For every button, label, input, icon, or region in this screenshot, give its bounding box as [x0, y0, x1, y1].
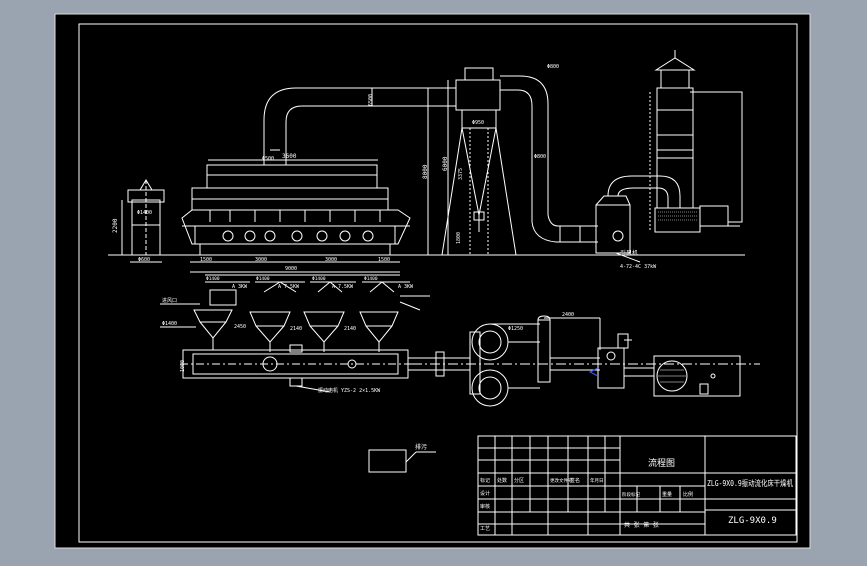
drawing-sheet: [54, 13, 811, 549]
motor-note-label: 振动电机 YZS-2 2×1.5KW: [318, 387, 381, 394]
duct-span-label: 2400: [562, 312, 574, 318]
fluid-bed-dryer: 3600 1500 3000 3000 1500 9000: [181, 153, 411, 273]
plan-scrubber: [653, 355, 741, 397]
feeder-tower: 2200 Φ1400 Φ600: [112, 179, 165, 263]
hood-length-label: 3600: [282, 153, 297, 160]
heater-1-width: Φ1400: [206, 276, 220, 282]
scrubber-tower: [649, 50, 743, 233]
mid-label-scale: 比例: [683, 491, 693, 498]
feeder-dim-label: 2200: [112, 218, 119, 233]
heater-3: A 7.5KW Φ1400: [303, 276, 356, 352]
cyclone-body-label: Φ950: [472, 120, 484, 126]
plan-bed: 振动电机 YZS-2 2×1.5KW 1000: [180, 344, 412, 394]
elevation-view: 2200 Φ1400 Φ600: [108, 50, 745, 273]
span-2-label: 3000: [255, 257, 267, 263]
elbow-label: Φ800: [534, 154, 546, 160]
feeder-width-label: Φ600: [138, 257, 150, 263]
spacing-1-label: 2450: [234, 324, 246, 330]
heater-3-width: Φ1400: [312, 276, 326, 282]
mid-label-stage: 阶段标记: [622, 491, 640, 498]
plan-view: A 3KW Φ1400 A 7.5KW Φ1400 A 7.5KW Φ1400: [160, 274, 760, 407]
heater-1-label: A 3KW: [232, 284, 248, 290]
span-1-label: 1500: [200, 257, 212, 263]
fan-model-label: 4-72-4C 37kW: [620, 264, 657, 270]
heater-1: A 3KW Φ1400: [193, 276, 250, 350]
fan-duct: Φ800 Φ800: [500, 64, 598, 243]
heater-2: A 7.5KW Φ1400: [249, 276, 305, 352]
span-3-label: 3000: [325, 257, 337, 263]
col-label-date: 年月日: [590, 477, 604, 484]
plan-fan-duct: 2400: [537, 312, 601, 383]
inlet-dia-label: Φ1400: [162, 321, 177, 327]
plan-fan: [588, 333, 654, 389]
heater-2-width: Φ1400: [256, 276, 270, 282]
heater-2-label: A 7.5KW: [278, 284, 300, 290]
drawing-title: 流程图: [648, 457, 675, 469]
height-4-label: 1800: [456, 232, 462, 244]
spacing-3-label: 2140: [344, 326, 356, 332]
bed-length-label: 9000: [285, 266, 297, 272]
sheet-info: 共 张 第 张: [624, 521, 659, 529]
col-label-sign: 签名: [570, 477, 580, 484]
heater-4-width: Φ1400: [364, 276, 378, 282]
cyclone-separator: Φ950 6000 3375 1800: [441, 67, 517, 256]
inlet-note-label: 进风口: [162, 297, 177, 304]
row-label-design: 设计: [480, 490, 490, 497]
pipe-dia-label: Φ500: [262, 156, 274, 162]
fan-label: 引风机: [620, 249, 638, 257]
height-1-label: 8000: [422, 164, 429, 179]
row-label-mark: 标记: [480, 477, 490, 484]
height-3-label: 3375: [458, 168, 464, 180]
plan-width-label: 1000: [180, 360, 186, 372]
span-4-label: 1500: [378, 257, 390, 263]
title-block: 流程图 ZLG-9X0.9振动流化床干燥机 ZLG-9X0.9 标记 设计 审核…: [477, 435, 797, 536]
height-2-label: 6000: [442, 156, 449, 171]
col-label-change: 更改文件号: [550, 477, 573, 484]
feeder-top-label: Φ1400: [137, 210, 152, 216]
col-label-count: 处数: [497, 477, 507, 484]
drawing-number: ZLG-9X0.9: [728, 516, 777, 526]
heater-3-label: A 7.5KW: [332, 284, 354, 290]
drawing-frame: [78, 23, 798, 543]
heater-4-label: A 3KW: [398, 284, 414, 290]
col-label-zone: 分区: [514, 477, 524, 484]
legend-box-label: 排污: [415, 443, 427, 451]
spacing-2-label: 2140: [290, 326, 302, 332]
row-label-review: 审核: [480, 503, 490, 510]
exhaust-duct: 6500 8000 Φ500: [262, 87, 456, 255]
plan-cyclones: Φ1250: [469, 323, 540, 407]
cyclone-dia-label: Φ1250: [508, 326, 523, 332]
row-label-process: 工艺: [480, 526, 490, 532]
duct-length-label: 6500: [368, 94, 374, 106]
heater-units: A 3KW Φ1400 A 7.5KW Φ1400 A 7.5KW Φ1400: [160, 274, 430, 352]
mid-label-weight: 重量: [662, 491, 672, 498]
induced-draft-fan: 引风机 4-72-4C 37kW: [595, 175, 681, 270]
heater-4: A 3KW Φ1400: [359, 276, 414, 352]
project-name: ZLG-9X0.9振动流化床干燥机: [707, 478, 793, 488]
outlet-dia-label: Φ800: [547, 64, 559, 70]
legend-box: 排污: [368, 443, 436, 473]
